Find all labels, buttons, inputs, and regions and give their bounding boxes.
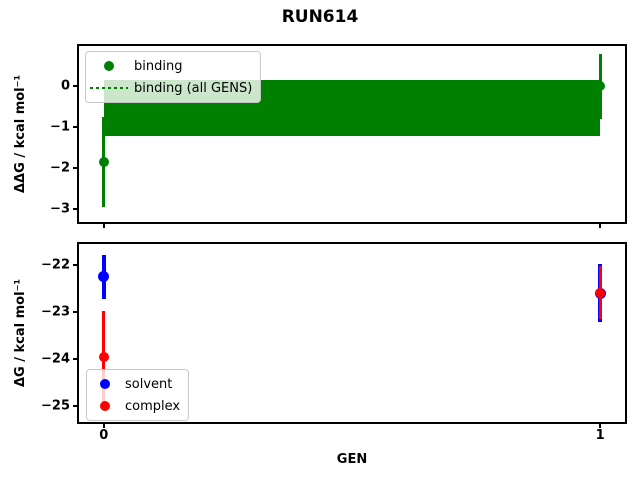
y-tick-mark [73, 207, 77, 210]
figure-title: RUN614 [281, 7, 359, 27]
binding-point [98, 156, 109, 167]
legend-dg-panel: solvent complex [86, 369, 190, 421]
legend-ddg-binding-panel: binding binding (all GENS) [85, 51, 262, 103]
binding-dot-icon [104, 61, 114, 71]
y-tick-mark [73, 126, 77, 129]
y-tick-label: −24 [41, 351, 70, 367]
legend-item-complex: complex [91, 395, 180, 417]
legend-label: solvent [125, 376, 173, 392]
x-tick-mark [102, 424, 105, 428]
y-tick-label: −25 [41, 398, 70, 414]
complex-dot-icon [100, 401, 110, 411]
binding-point [595, 81, 606, 92]
y-tick-mark [73, 310, 77, 313]
legend-handle [91, 401, 119, 411]
legend-item-solvent: solvent [91, 373, 180, 395]
legend-handle [90, 87, 128, 89]
legend-label: binding (all GENS) [134, 80, 253, 96]
legend-handle [91, 379, 119, 389]
y-tick-label: −3 [50, 201, 70, 217]
y-tick-mark [73, 85, 77, 88]
y-tick-label: −23 [41, 304, 70, 320]
x-tick-mark [599, 224, 602, 228]
legend-label: binding [134, 58, 183, 74]
y-axis-label-dg: ΔG / kcal mol⁻¹ [13, 278, 28, 388]
solvent-point [98, 271, 110, 283]
solvent-dot-icon [100, 379, 110, 389]
y-tick-mark [73, 264, 77, 267]
legend-item-binding: binding [90, 55, 252, 77]
x-tick-label: 1 [595, 428, 605, 443]
binding-all-gens-line [103, 106, 601, 109]
y-tick-mark [73, 404, 77, 407]
complex-point [595, 288, 606, 299]
legend-handle [90, 61, 128, 71]
legend-label: complex [125, 398, 181, 414]
y-tick-mark [73, 357, 77, 360]
y-tick-label: 0 [60, 78, 70, 94]
binding-all-gens-dotted-line-icon [90, 87, 128, 89]
x-tick-label: 0 [99, 428, 109, 443]
x-tick-mark [599, 424, 602, 428]
y-tick-label: −22 [41, 257, 70, 273]
complex-point [98, 352, 109, 363]
y-tick-mark [73, 166, 77, 169]
x-axis-label: GEN [336, 452, 368, 467]
legend-item-binding-all-gens: binding (all GENS) [90, 77, 252, 99]
y-tick-label: −1 [50, 119, 70, 135]
y-axis-label-ddg: ΔΔG / kcal mol⁻¹ [13, 74, 28, 194]
x-tick-mark [102, 224, 105, 228]
y-tick-label: −2 [50, 160, 70, 176]
